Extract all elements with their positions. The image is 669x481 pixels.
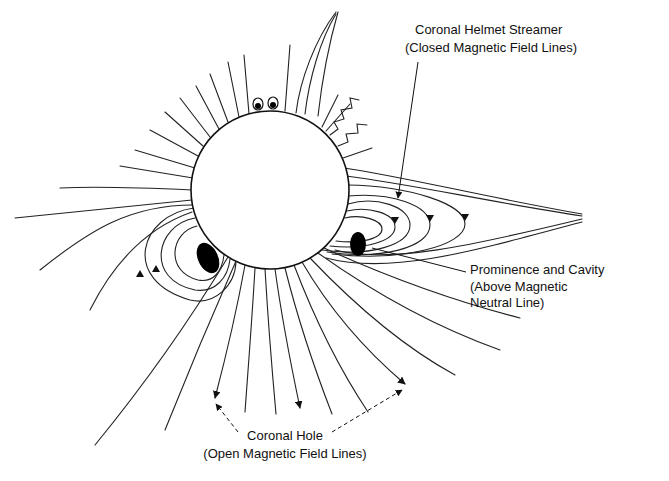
coronal-hole-label: Coronal Hole <box>165 428 405 444</box>
streamer-note: (Closed Magnetic Field Lines) <box>405 40 605 56</box>
prominence-note: (Above Magnetic Neutral Line) <box>470 279 582 311</box>
streamer-label: Coronal Helmet Streamer <box>415 22 615 38</box>
prominence-label: Prominence and Cavity <box>470 262 640 278</box>
coronal-hole-note: (Open Magnetic Field Lines) <box>165 446 405 462</box>
